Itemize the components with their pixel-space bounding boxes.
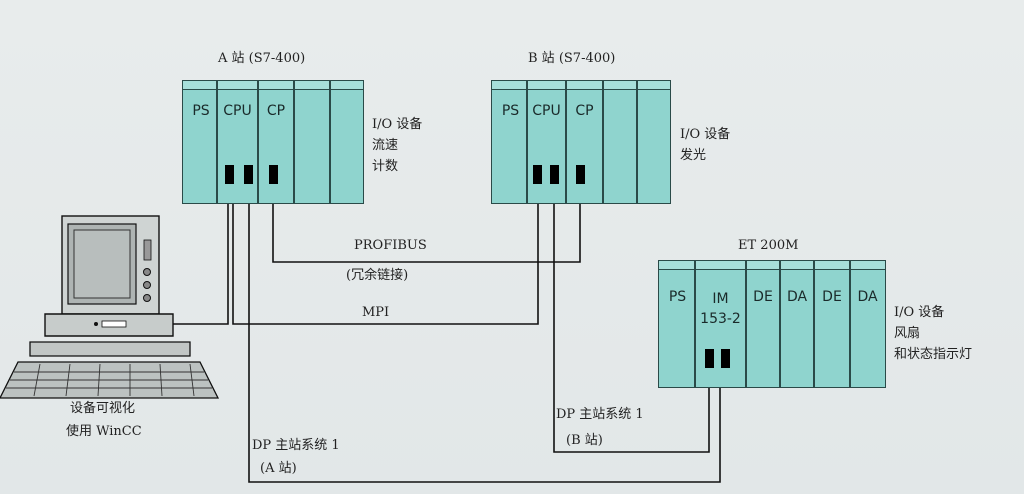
station-a-cpu: CPU: [223, 103, 252, 119]
dp-b-label: DP 主站系统 1: [556, 407, 644, 422]
profibus-label: PROFIBUS: [354, 238, 427, 253]
station-a-port-cp: [269, 165, 278, 184]
et200m-da-1: DA: [786, 289, 808, 305]
et200m-port-a: [721, 349, 730, 368]
et200m-title: ET 200M: [738, 238, 799, 253]
station-b-port-cp: [576, 165, 585, 184]
profibus-wire: [272, 183, 581, 263]
et200m-port-b: [705, 349, 714, 368]
station-a-io-1: I/O 设备: [372, 117, 423, 132]
mpi-label: MPI: [362, 305, 390, 320]
et200m-io-1: I/O 设备: [894, 305, 945, 320]
redundant-link-label: (冗余链接): [346, 268, 409, 283]
et200m-io-3: 和状态指示灯: [894, 347, 973, 362]
station-b-title: B 站 (S7-400): [528, 51, 616, 66]
mpi-wire-a: [232, 183, 539, 325]
station-a-io-2: 流速: [372, 138, 399, 153]
station-b-cp: CP: [575, 103, 594, 119]
mpi-wire: [173, 183, 229, 325]
station-b-io-1: I/O 设备: [680, 127, 731, 142]
et200m-ps: PS: [668, 289, 687, 305]
et200m-io: I/O 设备 风扇 和状态指示灯: [894, 302, 972, 365]
station-b-port-mpi: [533, 165, 542, 184]
pc-caption-2: 使用 WinCC: [66, 424, 142, 439]
station-a-io-3: 计数: [372, 159, 399, 174]
dp-a-label: DP 主站系统 1: [252, 438, 340, 453]
station-a-cp: CP: [266, 103, 286, 119]
et200m-de-2: DE: [822, 289, 842, 305]
station-a-port-dp: [244, 165, 253, 184]
et200m-da-2: DA: [857, 289, 878, 305]
station-a-ps: PS: [192, 103, 210, 119]
pc-caption-1: 设备可视化: [70, 401, 136, 416]
et200m-rack: PS IM 153-2 DE DA DE DA: [658, 260, 886, 388]
station-b-cpu: CPU: [532, 103, 561, 119]
et200m-io-2: 风扇: [894, 326, 921, 341]
pc-icon: [0, 215, 220, 399]
et200m-de-1: DE: [753, 289, 773, 305]
station-b-ps: PS: [501, 103, 520, 119]
dp-b-wire: [553, 184, 710, 453]
station-b-port-dp: [550, 165, 559, 184]
dp-b-station-label: (B 站): [566, 433, 603, 448]
station-b-rack: PS CPU CP: [491, 80, 671, 204]
station-a-port-mpi: [225, 165, 234, 184]
station-a-rack: PS CPU CP: [182, 80, 364, 204]
station-a-title: A 站 (S7-400): [218, 51, 306, 66]
station-b-io: I/O 设备 发光: [680, 124, 730, 166]
dp-a-wire: [248, 183, 721, 483]
dp-a-station-label: (A 站): [260, 461, 297, 476]
et200m-im: IM 153-2: [700, 291, 741, 327]
station-a-io: I/O 设备 流速 计数: [372, 114, 422, 177]
station-b-io-2: 发光: [680, 148, 707, 163]
